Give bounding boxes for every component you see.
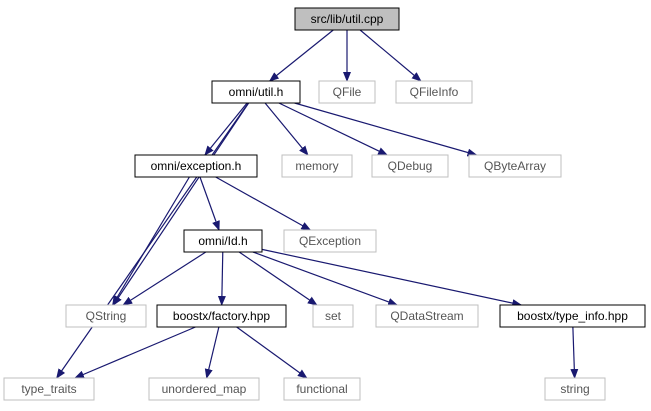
node-set[interactable]: set (312, 304, 354, 328)
node-qfile[interactable]: QFile (318, 80, 376, 104)
node-label: memory (295, 159, 338, 173)
edge-util_h-to-memory (264, 102, 309, 156)
node-box (375, 304, 479, 328)
edge-util_h-to-type_traits (56, 102, 249, 379)
edge-util_h-to-qbytearray (294, 102, 478, 157)
node-box (3, 377, 95, 401)
node-label: QFileInfo (410, 85, 459, 99)
node-box (211, 80, 301, 104)
node-box (281, 154, 353, 178)
node-label: set (325, 309, 342, 323)
node-label: functional (296, 382, 347, 396)
edge-id_h-to-qstring (122, 251, 207, 306)
node-box (371, 154, 449, 178)
node-id-h[interactable]: omni/Id.h (183, 229, 263, 253)
edge-util_h-to-exception_h (204, 102, 248, 156)
edge-factory_hpp-to-unordered_map (204, 326, 220, 379)
node-box (312, 304, 354, 328)
node-unordered-map[interactable]: unordered_map (148, 377, 260, 401)
node-label: boostx/factory.hpp (173, 309, 270, 323)
node-util-cpp[interactable]: src/lib/util.cpp (294, 7, 400, 31)
node-qexception[interactable]: QException (283, 229, 377, 253)
node-box (544, 377, 606, 401)
node-string[interactable]: string (544, 377, 606, 401)
node-label: QByteArray (484, 159, 546, 173)
edge-type_info_hpp-to-string (570, 326, 579, 379)
edge-id_h-to-set (238, 251, 318, 306)
edge-util_cpp-to-qfileinfo (359, 29, 422, 82)
node-box (283, 377, 361, 401)
node-exception-h[interactable]: omni/exception.h (134, 154, 258, 178)
node-qdatastream[interactable]: QDataStream (375, 304, 479, 328)
node-memory[interactable]: memory (281, 154, 353, 178)
node-label: type_traits (21, 382, 76, 396)
node-box (283, 229, 377, 253)
node-box (318, 80, 376, 104)
node-label: QException (299, 234, 361, 248)
node-qfileinfo[interactable]: QFileInfo (395, 80, 473, 104)
node-label: src/lib/util.cpp (311, 12, 384, 26)
edge-util_h-to-qstring (112, 102, 250, 306)
edge-util_h-to-qdebug (278, 102, 389, 156)
node-qstring[interactable]: QString (65, 304, 147, 328)
node-box (499, 304, 646, 328)
edge-factory_hpp-to-functional (236, 326, 308, 379)
node-box (156, 304, 287, 328)
edge-id_h-to-type_info_hpp (261, 248, 523, 308)
node-box (65, 304, 147, 328)
edge-id_h-to-qdatastream (252, 251, 399, 306)
node-box (183, 229, 263, 253)
edge-util_cpp-to-util_h (268, 29, 334, 82)
node-label: string (560, 382, 589, 396)
node-box (148, 377, 260, 401)
node-label: omni/util.h (229, 85, 284, 99)
edge-exception_h-to-id_h (199, 176, 220, 231)
node-box (468, 154, 562, 178)
node-label: unordered_map (162, 382, 247, 396)
node-label: QString (86, 309, 127, 323)
edge-factory_hpp-to-type_traits (74, 326, 196, 379)
edge-exception_h-to-qstring (112, 176, 190, 306)
node-box (395, 80, 473, 104)
node-box (134, 154, 258, 178)
node-type-info-hpp[interactable]: boostx/type_info.hpp (499, 304, 646, 328)
node-type-traits[interactable]: type_traits (3, 377, 95, 401)
node-label: boostx/type_info.hpp (517, 309, 628, 323)
node-label: QFile (333, 85, 362, 99)
node-label: QDebug (388, 159, 433, 173)
node-box (294, 7, 400, 31)
node-label: omni/exception.h (151, 159, 242, 173)
node-label: QDataStream (390, 309, 463, 323)
edge-id_h-to-factory_hpp (217, 251, 226, 306)
node-factory-hpp[interactable]: boostx/factory.hpp (156, 304, 287, 328)
node-label: omni/Id.h (198, 234, 247, 248)
node-functional[interactable]: functional (283, 377, 361, 401)
node-qbytearray[interactable]: QByteArray (468, 154, 562, 178)
node-qdebug[interactable]: QDebug (371, 154, 449, 178)
node-util-h[interactable]: omni/util.h (211, 80, 301, 104)
edge-exception_h-to-qexception (215, 176, 312, 231)
